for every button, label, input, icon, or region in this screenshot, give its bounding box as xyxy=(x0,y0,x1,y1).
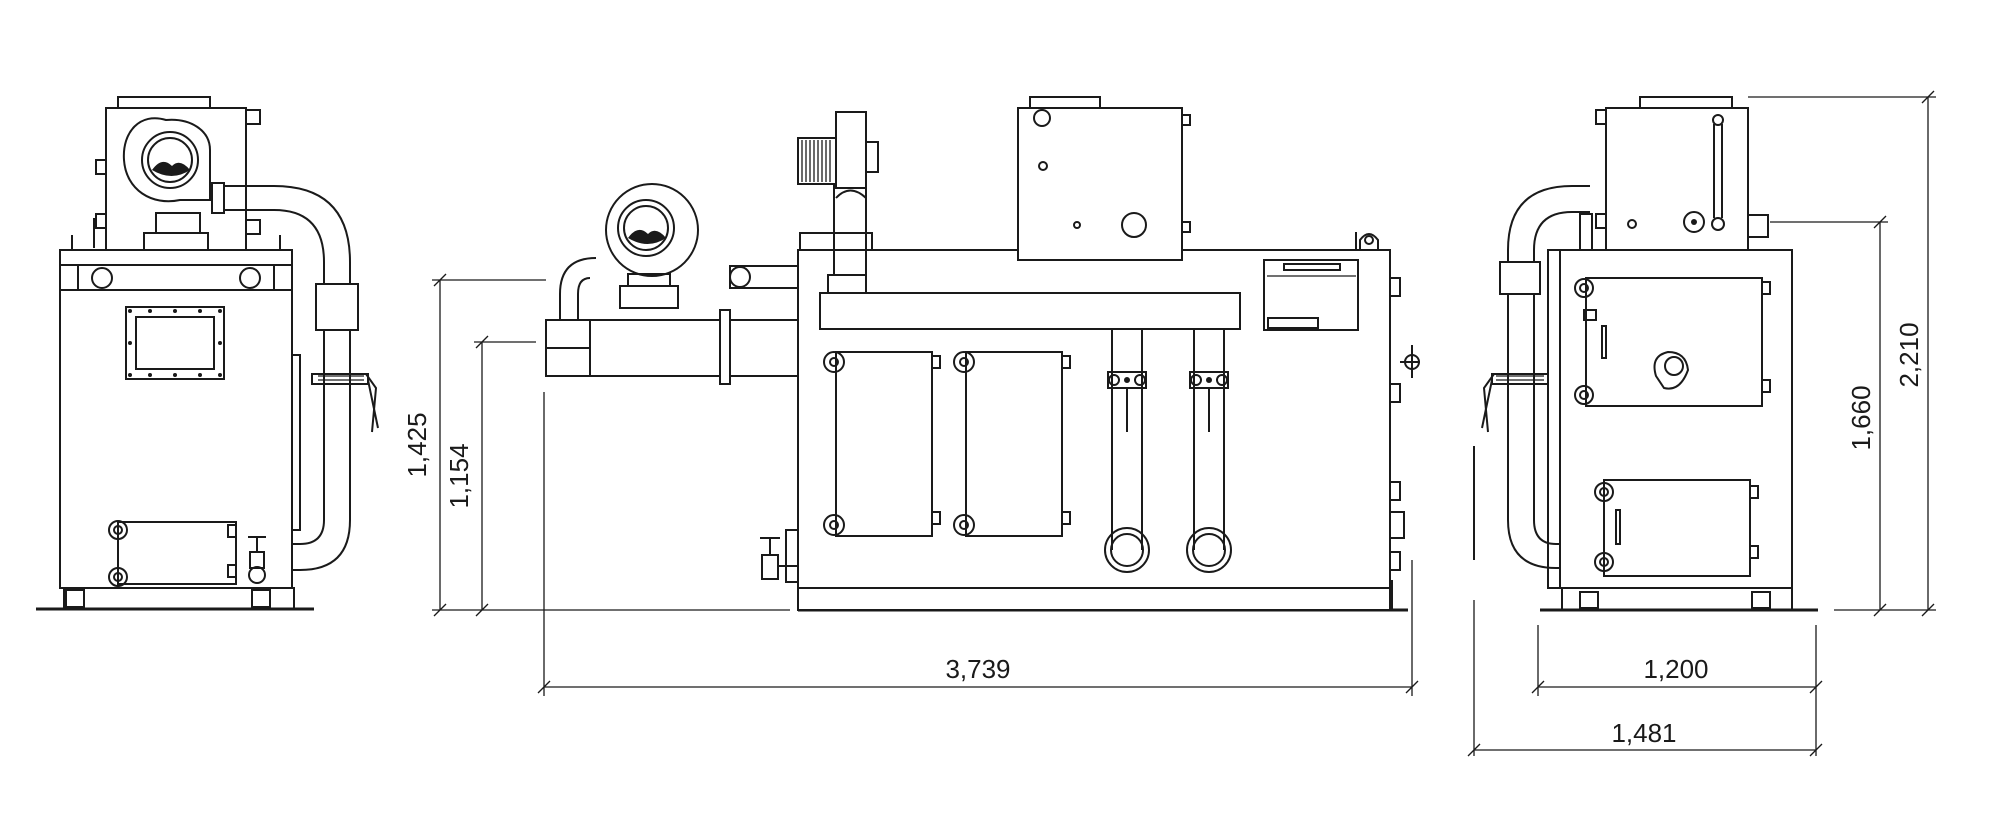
tube-left xyxy=(1104,329,1150,573)
dim-label-1660: 1,660 xyxy=(1846,385,1876,450)
dim-label-1200: 1,200 xyxy=(1643,654,1708,684)
dim-label-1481: 1,481 xyxy=(1611,718,1676,748)
rear-view xyxy=(1473,96,1818,612)
pressure-gauge-icon xyxy=(1400,345,1420,378)
gate-valve-icon xyxy=(760,537,798,580)
dim-label-2210: 2,210 xyxy=(1894,322,1924,387)
lifting-lug-icon xyxy=(1359,233,1379,250)
dim-label-1425: 1,425 xyxy=(402,412,432,477)
dimension-lines xyxy=(432,90,1936,757)
front-view xyxy=(36,96,379,611)
side-view xyxy=(545,96,1420,612)
gate-valve-icon xyxy=(248,536,266,584)
tube-right xyxy=(1186,329,1232,573)
dim-label-1154: 1,154 xyxy=(444,443,474,508)
window-bolts xyxy=(128,309,222,377)
blower-fan-icon xyxy=(122,117,211,251)
blower-fan-icon xyxy=(605,183,699,309)
dim-label-3739: 3,739 xyxy=(945,654,1010,684)
